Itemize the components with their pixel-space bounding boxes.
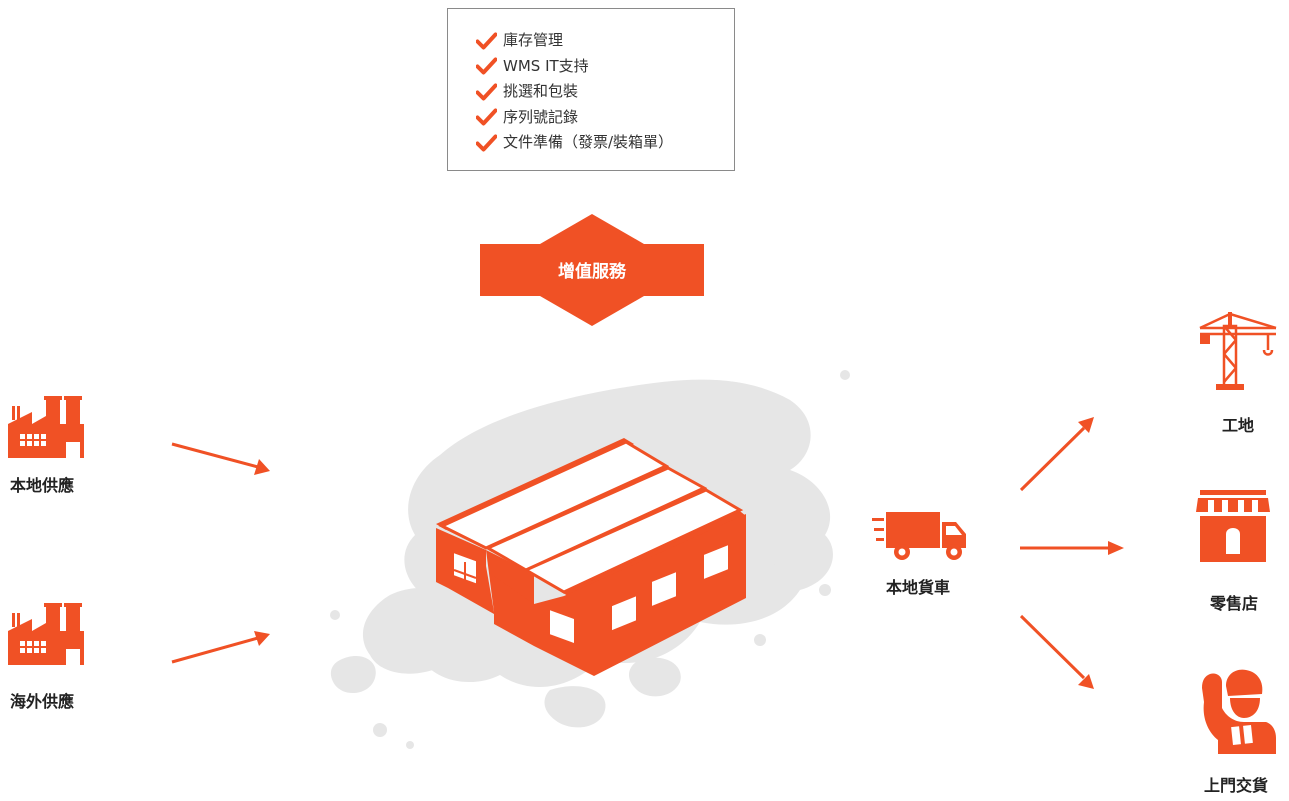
construction-site-label: 工地 (1221, 416, 1254, 435)
door-delivery-label: 上門交貨 (1203, 776, 1268, 795)
service-item-label: 文件準備（發票/裝箱單） (503, 133, 674, 151)
service-item: 序列號記錄 (476, 105, 673, 131)
check-icon (476, 134, 497, 152)
service-item: 庫存管理 (476, 28, 673, 54)
services-box: 庫存管理 WMS IT支持 挑選和包裝 序列號記錄 文件準備（發票/裝箱單） (447, 8, 735, 171)
arrow-overseas-to-hub (171, 631, 270, 664)
retail-store-label: 零售店 (1209, 594, 1258, 613)
arrow-to-construction (1019, 417, 1094, 492)
services-list: 庫存管理 WMS IT支持 挑選和包裝 序列號記錄 文件準備（發票/裝箱單） (476, 28, 673, 156)
warehouse-icon (436, 438, 746, 676)
value-added-double-arrow (480, 214, 704, 326)
value-added-label: 增值服務 (558, 262, 626, 282)
service-item: WMS IT支持 (476, 54, 673, 80)
storefront-icon (1196, 490, 1270, 562)
overseas-supply-label: 海外供應 (9, 692, 74, 711)
factory-icon (8, 603, 84, 665)
check-icon (476, 83, 497, 101)
check-icon (476, 57, 497, 75)
check-icon (476, 32, 497, 50)
service-item-label: 庫存管理 (503, 31, 564, 49)
service-item: 挑選和包裝 (476, 79, 673, 105)
arrow-to-retail (1020, 541, 1124, 555)
local-truck-label: 本地貨車 (885, 578, 950, 597)
delivery-person-icon (1202, 669, 1276, 754)
check-icon (476, 108, 497, 126)
crane-icon (1199, 312, 1277, 390)
delivery-truck-icon (872, 512, 966, 560)
service-item-label: 序列號記錄 (503, 107, 579, 126)
arrow-local-to-hub (171, 442, 270, 475)
service-item-label: WMS IT支持 (503, 56, 589, 75)
arrow-to-door (1019, 614, 1094, 689)
service-item: 文件準備（發票/裝箱單） (476, 130, 673, 156)
service-item-label: 挑選和包裝 (503, 82, 579, 100)
local-supply-label: 本地供應 (9, 476, 74, 495)
factory-icon (8, 396, 84, 458)
